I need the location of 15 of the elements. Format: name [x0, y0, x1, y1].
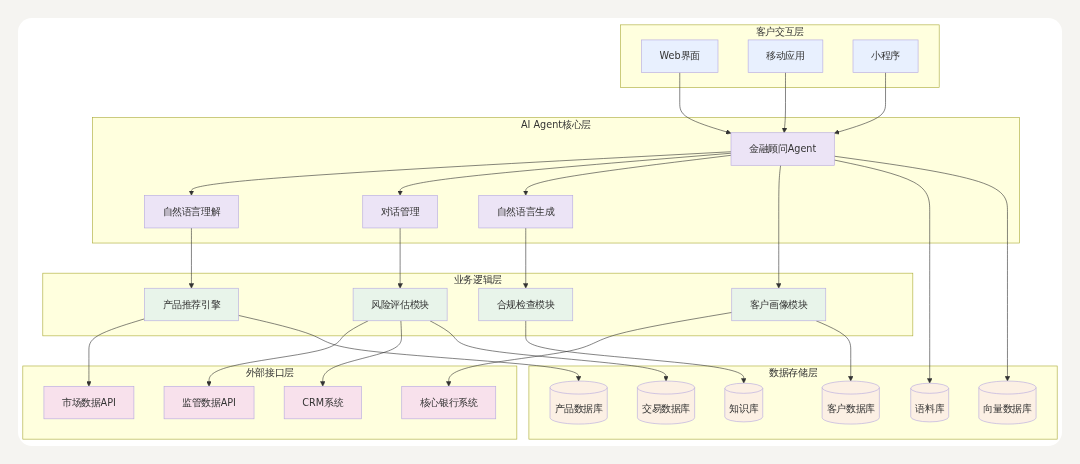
- node-box: 市场数据API: [43, 386, 135, 420]
- node-box: 金融顾问Agent: [730, 132, 835, 166]
- node-box: 客户画像模块: [731, 287, 827, 322]
- node-box: 风险评估模块: [352, 287, 448, 322]
- node-box: 小程序: [852, 39, 919, 73]
- node-box: 合规检查模块: [478, 287, 574, 322]
- node-box: 自然语言生成: [478, 195, 574, 229]
- node-box: 移动应用: [747, 39, 824, 73]
- node-box: 对话管理: [362, 195, 438, 229]
- node-box: CRM系统: [283, 386, 362, 420]
- node-box: 监管数据API: [163, 386, 255, 420]
- node-box: Web界面: [641, 39, 719, 73]
- node-box: 核心银行系统: [401, 386, 497, 420]
- node-box: 产品推荐引擎: [144, 287, 239, 322]
- node-box: 自然语言理解: [144, 195, 239, 229]
